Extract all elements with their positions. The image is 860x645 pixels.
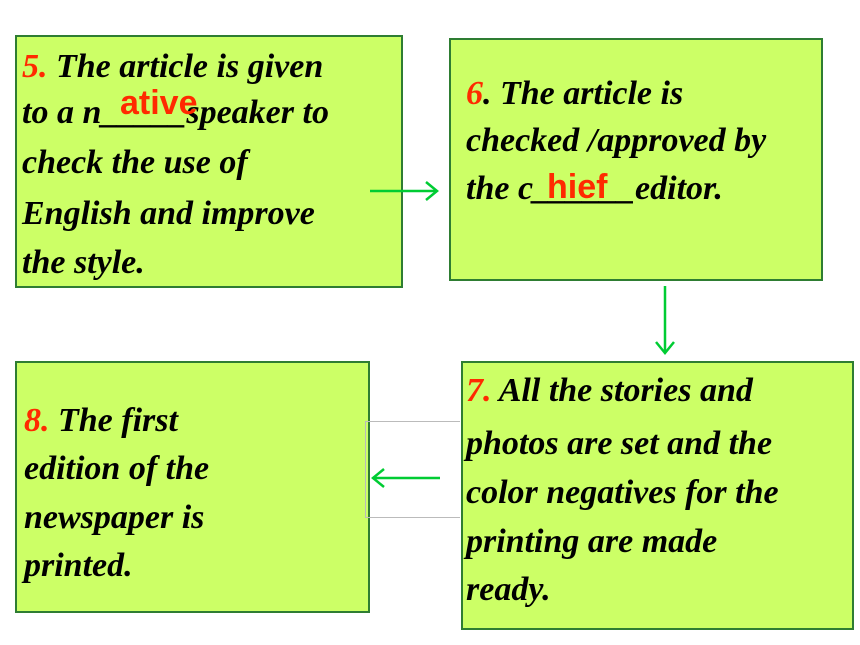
step-8-line-1: 8. The first [24, 398, 178, 444]
step-7-line-4: printing are made [466, 523, 718, 560]
step-6-line-1: 6. The article is [466, 71, 683, 117]
step-7-line-1: 7. All the stories and [466, 368, 753, 414]
bracket-left-line [365, 421, 366, 518]
arrow-down-6-to-7 [655, 286, 675, 355]
step-5-line-3: check the use of [22, 144, 248, 181]
step-6-blank: the c______ [466, 170, 636, 207]
step-5-line-5: the style. [22, 244, 145, 281]
arrow-right-head [425, 181, 439, 201]
step-6-box [449, 38, 823, 281]
arrow-right-5-to-6 [370, 181, 439, 201]
step-8-line-2: edition of the [24, 450, 210, 487]
step-7-number: 7. [466, 372, 492, 409]
bracket-bottom-line [365, 517, 460, 518]
arrow-left-7-to-8 [371, 468, 440, 488]
step-8-text-1: The first [58, 402, 178, 439]
step-5-answer: ative [120, 84, 198, 122]
step-6-text-3: editor. [635, 170, 723, 207]
step-7-line-5: ready. [466, 571, 551, 608]
step-6-number: 6 [466, 75, 483, 112]
step-8-line-3: newspaper is [24, 499, 205, 536]
step-5-text-1: The article is given [56, 48, 324, 85]
step-6-line-3: the c______editor. [466, 166, 723, 212]
step-5-text-2: speaker to [186, 94, 329, 131]
bracket-top-line [365, 421, 460, 422]
step-6-line-2: checked /approved by [466, 122, 767, 159]
step-6-answer: hief [547, 168, 608, 206]
step-8-number: 8. [24, 402, 50, 439]
step-8-line-4: printed. [24, 547, 133, 584]
step-5-line-2: to a n_____speaker to [22, 90, 329, 136]
step-7-line-2: photos are set and the [466, 425, 773, 462]
arrow-down-head [655, 341, 675, 355]
step-8-box [15, 361, 370, 613]
step-5-line-1: 5. The article is given [22, 44, 323, 90]
arrow-left-head [371, 468, 385, 488]
step-5-number: 5. [22, 48, 48, 85]
step-7-box [461, 361, 854, 630]
step-7-line-3: color negatives for the [466, 474, 779, 511]
step-5-box [15, 35, 403, 288]
step-5-blank: to a n_____ [22, 94, 187, 131]
step-5-line-4: English and improve [22, 195, 315, 232]
step-7-text-1: All the stories and [498, 372, 753, 409]
step-6-text-1: . The article is [483, 75, 684, 112]
